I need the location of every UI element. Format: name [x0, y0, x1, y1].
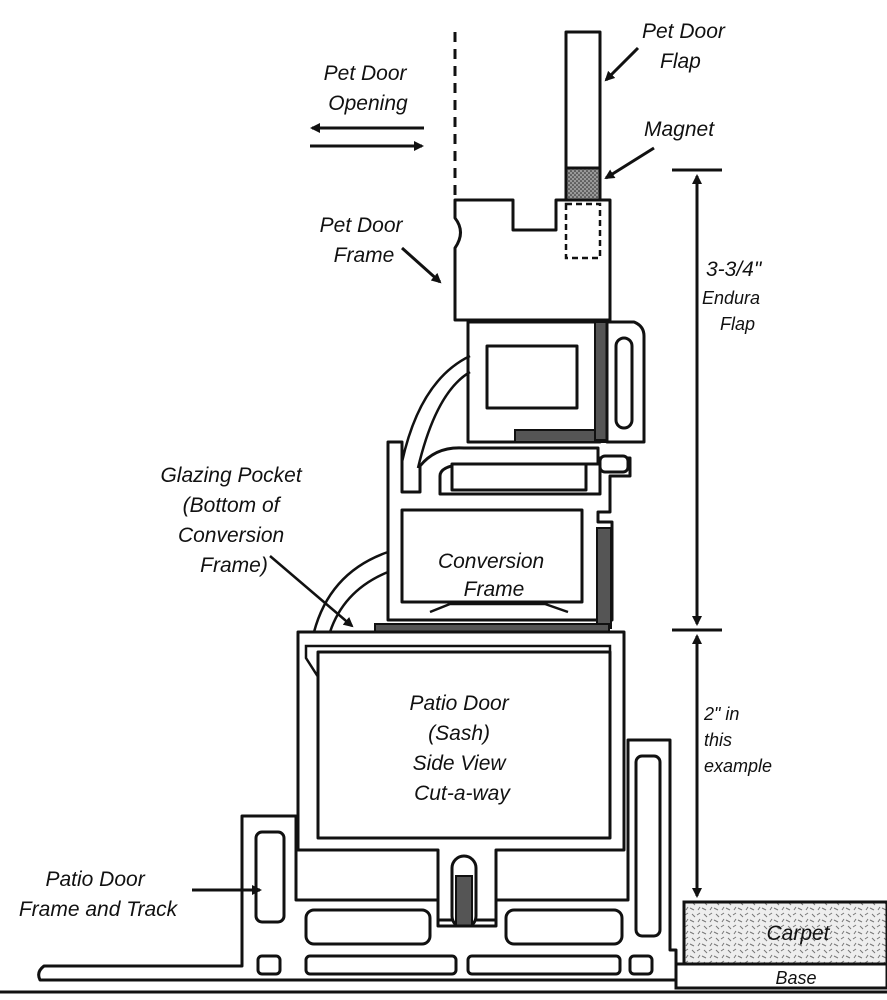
glazing-pocket-leader: [269, 555, 354, 628]
label-conversion-frame: Conversion Frame: [438, 550, 550, 601]
track-bottom-slot-2: [304, 954, 458, 976]
magnet-leader: [604, 146, 655, 180]
flap-leader: [604, 46, 640, 82]
label-pet-door-frame: Pet Door Frame: [320, 214, 409, 267]
sash-gasket: [455, 875, 473, 927]
conversion-frame-right-tab: [598, 454, 630, 474]
upper-gasket-vertical: [594, 321, 608, 441]
track-bottom-slot-4: [628, 954, 654, 976]
label-pet-door-flap: Pet Door Flap: [642, 20, 731, 73]
conversion-frame-bottom-lip: [429, 602, 569, 614]
track-left-slot: [254, 830, 286, 924]
track-bottom-slot-1: [256, 954, 282, 976]
track-bottom-slot-3: [466, 954, 622, 976]
label-patio-door-frame-track: Patio Door Frame and Track: [19, 868, 179, 921]
sash-cavity: [316, 650, 612, 840]
glazing-pocket-fin: [312, 550, 389, 633]
pet-door-flap: [564, 30, 602, 172]
label-magnet: Magnet: [644, 118, 715, 141]
label-flap-dimension: 3-3/4" Endura Flap: [702, 258, 765, 334]
frame-leader: [400, 246, 442, 284]
magnet-pocket: [564, 202, 602, 260]
lower-gasket-vertical: [596, 527, 612, 629]
track-cavity-left: [304, 908, 432, 946]
label-base: Base: [775, 968, 816, 988]
label-carpet: Carpet: [766, 922, 830, 945]
label-glazing-pocket: Glazing Pocket (Bottom of Conversion Fra…: [160, 464, 307, 577]
track-cavity-right: [504, 908, 624, 946]
pet-door-frame: [453, 198, 612, 322]
label-sash-dimension: 2" in this example: [703, 704, 772, 776]
conversion-frame-right-slot: [614, 336, 634, 430]
base: [674, 962, 887, 990]
label-patio-door-sash: Patio Door (Sash) Side View Cut-a-way: [409, 692, 514, 805]
conversion-frame-inner-box: [485, 344, 579, 410]
upper-gasket: [514, 429, 606, 443]
pet-door-frame-fin: [400, 354, 471, 469]
conversion-frame-body: [400, 508, 584, 604]
carpet: [682, 900, 887, 966]
magnet: [564, 166, 602, 204]
conversion-frame-lower-slot: [450, 462, 588, 492]
track-right-slot: [634, 754, 662, 938]
label-pet-door-opening: Pet Door Opening: [324, 62, 413, 115]
